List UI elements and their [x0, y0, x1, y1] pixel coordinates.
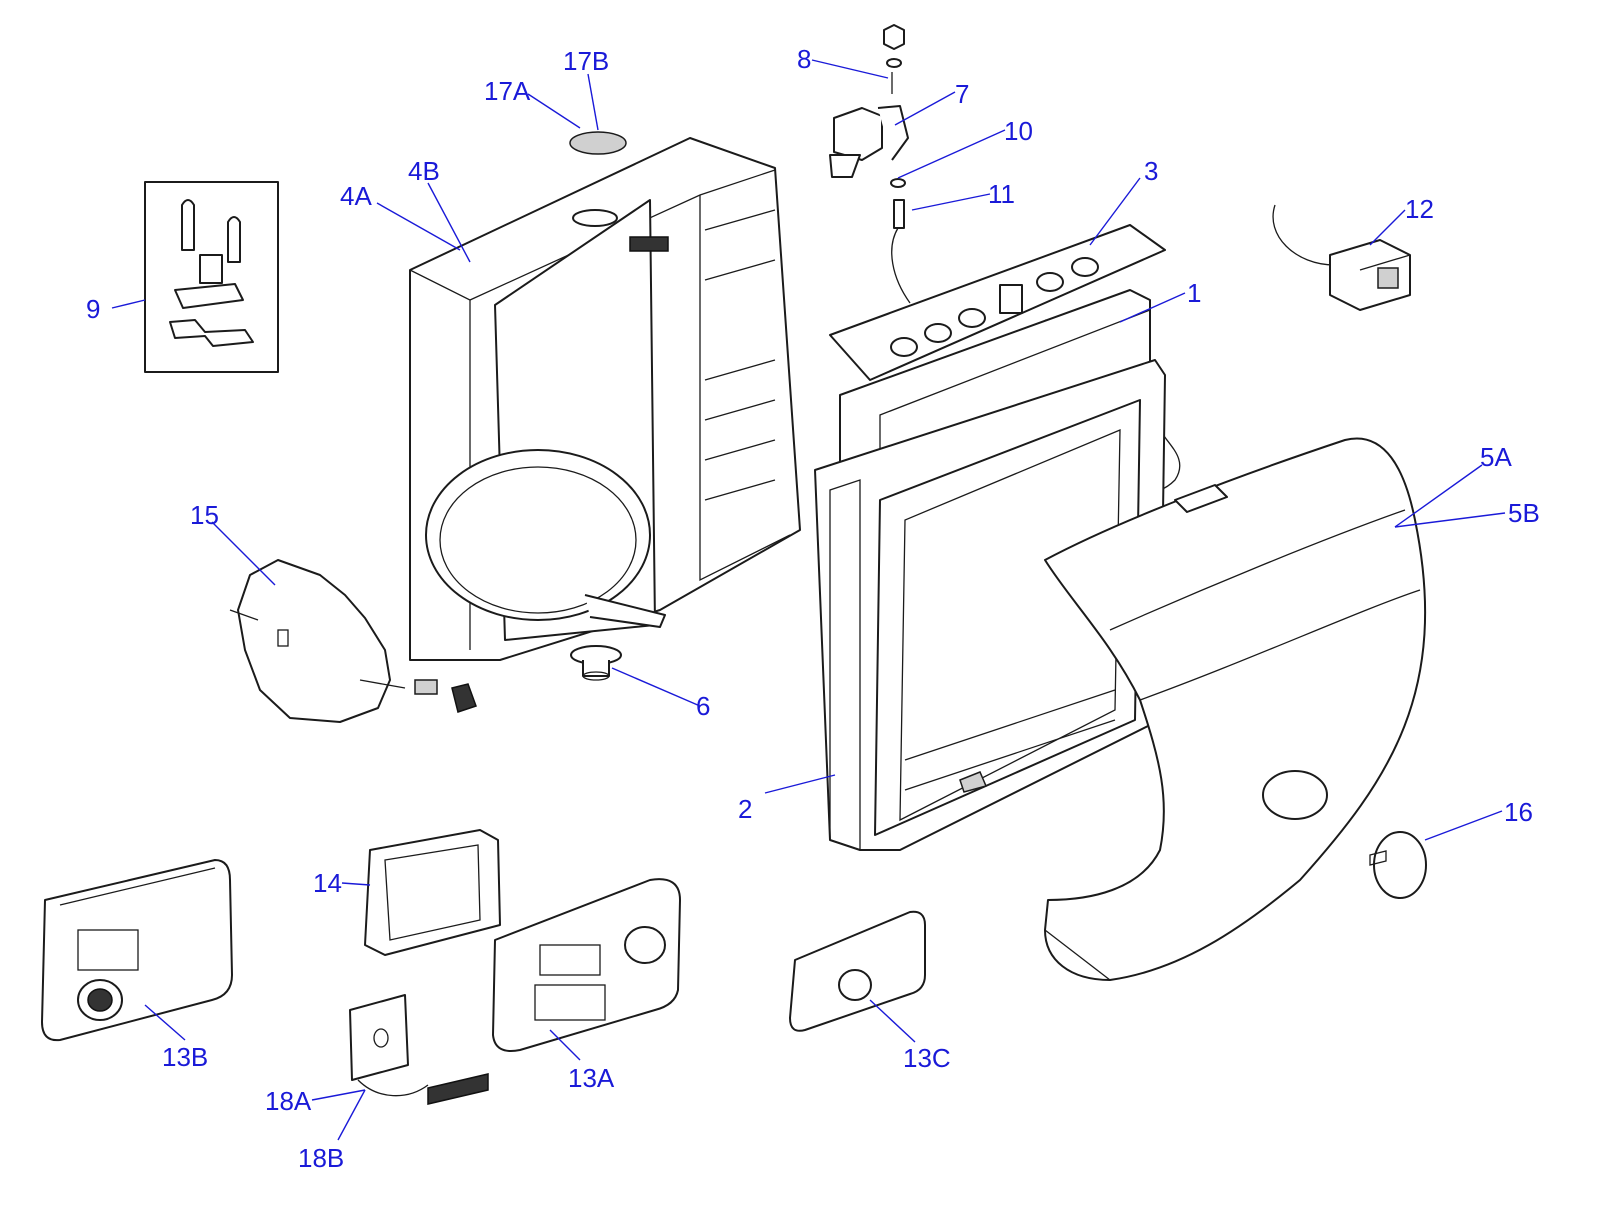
part-13a-humidistat: [492, 878, 681, 1052]
part-18-sensor: [349, 994, 489, 1105]
part-13b-digital-control: [41, 859, 233, 1042]
part-9-saddle-valve-inset: [144, 181, 279, 373]
callout-18a: 18A: [265, 1086, 312, 1116]
part-2-water-panel-frame: [814, 359, 1166, 851]
callout-10: 10: [1004, 116, 1033, 146]
part-5-front-cover: [1044, 437, 1427, 981]
part-16-cover-plug: [1369, 831, 1427, 899]
callout-5a: 5A: [1480, 442, 1512, 472]
callout-11: 11: [988, 179, 1015, 209]
callout-5b: 5B: [1508, 498, 1540, 528]
part-3-distribution-tray: [829, 224, 1181, 493]
part-7-solenoid-valve: [829, 24, 911, 304]
part-6-drain-fitting: [570, 645, 622, 681]
callout-13a: 13A: [568, 1063, 615, 1093]
callout-2: 2: [738, 794, 752, 824]
callout-4b: 4B: [408, 156, 440, 186]
callout-7: 7: [955, 79, 969, 109]
part-13c-humidistat: [789, 910, 926, 1032]
part-15-damper-disc: [229, 559, 477, 723]
callout-17a: 17A: [484, 76, 531, 106]
callout-18b: 18B: [298, 1143, 344, 1173]
callout-16: 16: [1504, 797, 1533, 827]
leader-lines: [111, 59, 1506, 1141]
callout-13b: 13B: [162, 1042, 208, 1072]
part-17-plug: [569, 131, 627, 155]
callout-1: 1: [1187, 278, 1201, 308]
callout-4a: 4A: [340, 181, 372, 211]
callout-14: 14: [313, 868, 342, 898]
part-14-gasket: [364, 829, 501, 956]
callout-17b: 17B: [563, 46, 609, 76]
callout-3: 3: [1144, 156, 1158, 186]
part-12-transformer: [1272, 204, 1411, 311]
callout-15: 15: [190, 500, 219, 530]
callout-12: 12: [1405, 194, 1434, 224]
callout-9: 9: [86, 294, 100, 324]
part-4-housing: [409, 137, 801, 661]
callout-6: 6: [696, 691, 710, 721]
callout-13c: 13C: [903, 1043, 951, 1073]
callout-labels: 1 2 3 4A 4B 5A 5B 6 7 8 9 10 11 12 13A 1…: [86, 44, 1540, 1173]
callout-8: 8: [797, 44, 811, 74]
